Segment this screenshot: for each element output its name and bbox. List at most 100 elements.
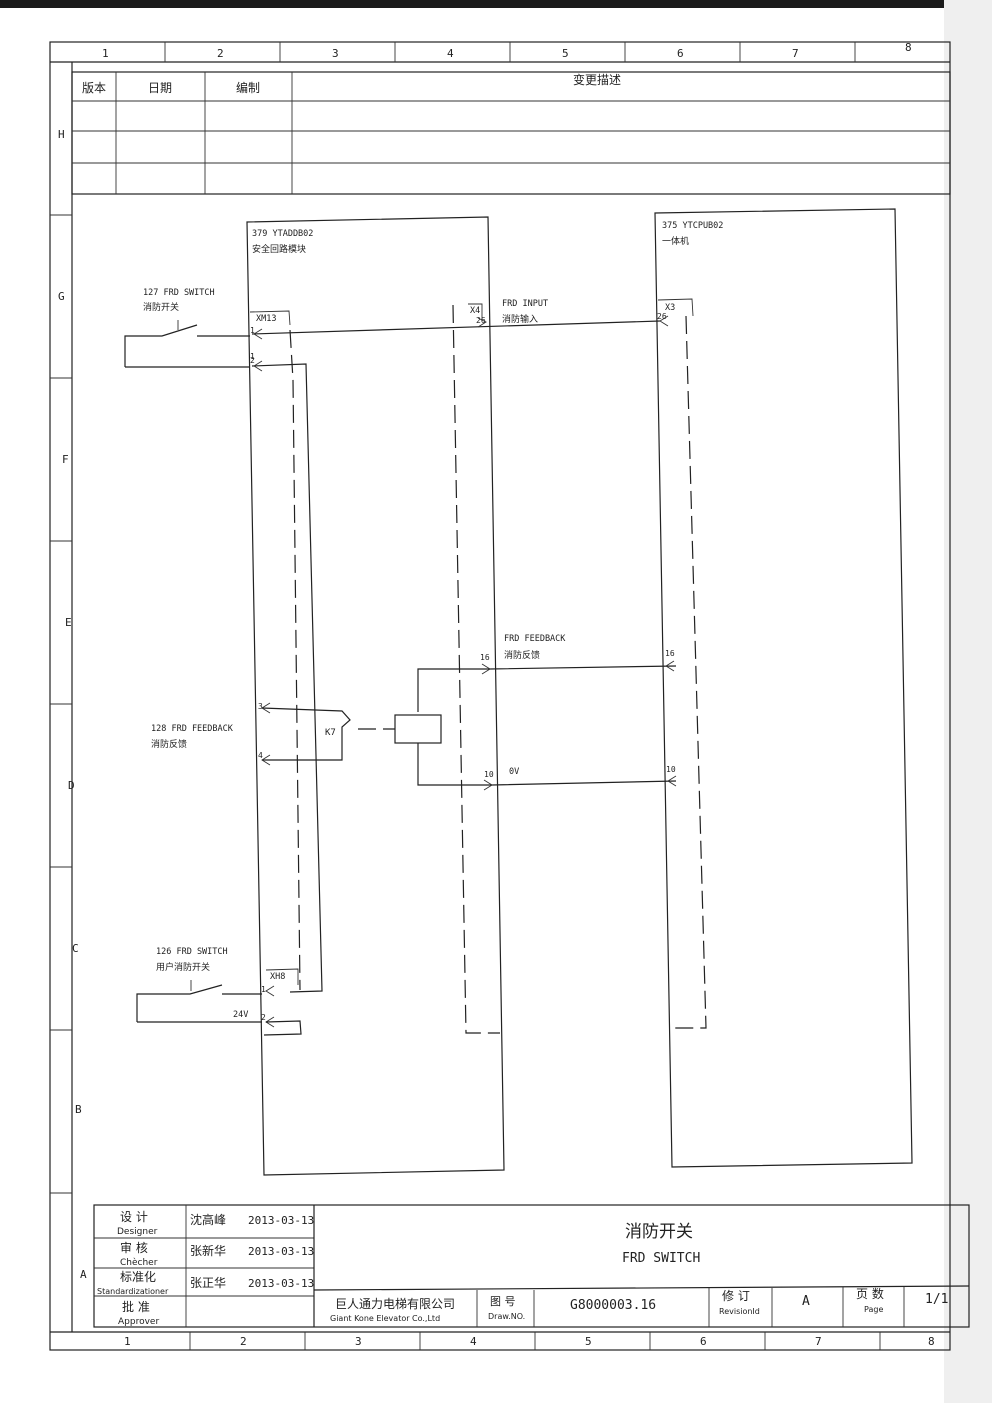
std-cn: 标准化 (120, 1270, 156, 1284)
xh8-pin-1: 1 (261, 985, 266, 994)
x3-pin-10: 10 (666, 765, 676, 774)
signal-frd-feedback: FRD FEEDBACK 消防反馈 16 16 (417, 634, 677, 712)
scan-edge-top (0, 0, 992, 8)
col-label-7: 7 (792, 47, 799, 60)
title-block: 设 计 Designer 沈高峰 2013-03-13 审 核 Chècher … (93, 1204, 970, 1328)
switch-128-code: 128 FRD FEEDBACK (151, 724, 234, 734)
switch-128-feedback: 128 FRD FEEDBACK 消防反馈 (151, 724, 234, 750)
signal-frd-input: FRD INPUT 消防输入 (251, 299, 669, 340)
module-379-code: 379 YTADDB02 (252, 229, 313, 239)
connector-xh8: XH8 1 2 (261, 968, 302, 1036)
switch-126-name: 用户消防开关 (156, 961, 210, 973)
x4-pin-10: 10 (484, 770, 494, 779)
row-label-d: D (68, 779, 75, 792)
xh8-label: XH8 (270, 972, 285, 982)
designer-name: 沈高峰 (190, 1212, 226, 1227)
col-label-bottom-4: 4 (470, 1335, 477, 1348)
std-name: 张正华 (190, 1276, 226, 1290)
switch-126-user: 126 FRD SWITCH 用户消防开关 24V (136, 947, 262, 1023)
rev-header-change: 变更描述 (573, 72, 621, 87)
drawing-title-cn: 消防开关 (625, 1222, 693, 1242)
x4-pin-26: 26 (476, 316, 486, 325)
designer-date: 2013-03-13 (248, 1214, 314, 1227)
page-cn: 页 数 (856, 1286, 884, 1301)
relay-pin-3: 3 (258, 702, 263, 711)
rev-header-version: 版本 (82, 81, 106, 95)
x4-label: X4 (470, 306, 480, 316)
xm13-pin-1: 1 (250, 352, 255, 361)
page-value: 1/1 (925, 1292, 948, 1307)
col-label-bottom-6: 6 (700, 1335, 707, 1348)
row-label-a: A (80, 1268, 87, 1281)
col-label-bottom-2: 2 (240, 1335, 247, 1348)
v24-label: 24V (233, 1010, 248, 1020)
col-label-bottom-5: 5 (585, 1335, 592, 1348)
relay-k7: K7 3 4 (258, 702, 442, 766)
row-label-g: G (58, 290, 65, 303)
ov-label: 0V (509, 767, 519, 777)
col-label-4: 4 (447, 47, 454, 60)
checker-date: 2013-03-13 (248, 1245, 314, 1258)
row-label-f: F (62, 453, 69, 466)
std-en: Standardizationer (97, 1287, 169, 1296)
designer-en: Designer (117, 1227, 158, 1237)
relay-k7-label: K7 (325, 728, 336, 738)
relay-k7-coil (394, 714, 442, 744)
x3-pin-26: 26 (657, 312, 667, 321)
xh8-pin-2: 2 (261, 1013, 266, 1022)
xm13-pin2-loop (251, 360, 323, 993)
xm13-pin-1-label: 1 (250, 326, 255, 335)
designer-cn: 设 计 (120, 1210, 148, 1224)
switch-127-frd: 127 FRD SWITCH 消防开关 (124, 288, 250, 368)
col-label-5: 5 (562, 47, 569, 60)
module-375-box: 375 YTCPUB02 一体机 (654, 208, 913, 1168)
connector-x4: X4 26 (468, 303, 486, 325)
drawing-title-en: FRD SWITCH (622, 1251, 700, 1266)
frd-feedback-en: FRD FEEDBACK (504, 634, 566, 644)
connector-xm13: XM13 1 2 (249, 310, 291, 361)
x4-pin-16: 16 (480, 653, 490, 662)
row-label-h: H (58, 128, 65, 141)
x3-pin-16: 16 (665, 649, 675, 658)
col-label-3: 3 (332, 47, 339, 60)
checker-name: 张新华 (190, 1243, 226, 1258)
rev-header-compiled: 编制 (236, 80, 260, 95)
company-cn: 巨人通力电梯有限公司 (335, 1297, 455, 1311)
module-379-box: 379 YTADDB02 安全回路模块 (246, 216, 505, 1176)
switch-127-code: 127 FRD SWITCH (143, 288, 215, 298)
switch-128-name: 消防反馈 (151, 738, 187, 750)
row-label-e: E (65, 616, 72, 629)
connector-dashed-boundaries (289, 304, 707, 1034)
switch-127-name: 消防开关 (143, 301, 179, 313)
col-label-bottom-8: 8 (928, 1335, 935, 1348)
col-label-bottom-3: 3 (355, 1335, 362, 1348)
revision-en: RevisionId (719, 1307, 760, 1316)
frd-feedback-cn: 消防反馈 (504, 649, 540, 661)
xm13-pin-2-label: 2 (250, 356, 255, 365)
outer-frame (49, 41, 951, 1351)
approver-en: Approver (118, 1317, 159, 1327)
relay-pin-4: 4 (258, 751, 263, 760)
col-label-6: 6 (677, 47, 684, 60)
drawno-en: Draw.NO. (488, 1312, 525, 1321)
connector-x3: X3 26 (657, 298, 694, 321)
revision-table: 版本 日期 编制 变更描述 (71, 71, 951, 195)
revision-cn: 修 订 (722, 1288, 750, 1303)
drawing-number: G8000003.16 (570, 1298, 656, 1313)
row-label-b: B (75, 1103, 82, 1116)
frd-input-en: FRD INPUT (502, 299, 548, 309)
xm13-label: XM13 (256, 314, 276, 324)
company-en: Giant Kone Elevator Co.,Ltd (330, 1314, 440, 1323)
row-label-c: C (72, 942, 79, 955)
col-label-bottom-1: 1 (124, 1335, 131, 1348)
module-379-name: 安全回路模块 (252, 243, 306, 255)
switch-126-code: 126 FRD SWITCH (156, 947, 228, 957)
approver-cn: 批 准 (122, 1299, 150, 1314)
revision-value: A (802, 1294, 810, 1309)
page-en: Page (864, 1305, 883, 1314)
signal-0v: 0V 10 10 (417, 743, 677, 791)
scan-edge-right (944, 0, 992, 1403)
col-label-bottom-7: 7 (815, 1335, 822, 1348)
col-label-2: 2 (217, 47, 224, 60)
